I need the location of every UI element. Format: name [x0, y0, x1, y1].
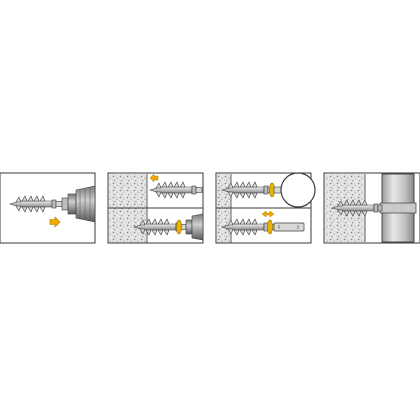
step-1-panel	[0, 172, 96, 244]
washer-icon	[176, 219, 182, 235]
insulation-pattern	[109, 174, 147, 208]
step-3-panel	[215, 172, 316, 244]
arrow-icon	[261, 210, 275, 218]
downpipe-icon	[377, 173, 417, 243]
step-2-panel	[107, 172, 204, 244]
drill-chuck-icon	[185, 213, 204, 241]
drill-chuck-icon	[61, 185, 96, 223]
washer-icon	[267, 219, 273, 235]
bracket-icon	[273, 222, 305, 232]
insulation-pattern	[217, 208, 231, 243]
pipe-clamp-icon	[273, 172, 316, 208]
step-4-panel	[323, 172, 420, 244]
